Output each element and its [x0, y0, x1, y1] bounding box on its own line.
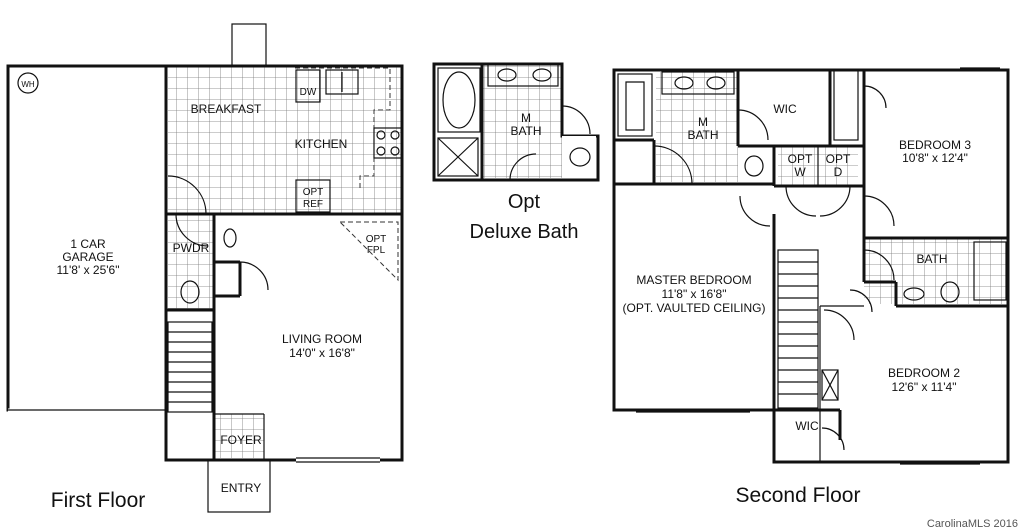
foyer-tile	[214, 414, 264, 458]
pwdr-label: PWDR	[173, 241, 210, 255]
kitchen-tile	[168, 66, 402, 214]
m-bath-label: BATH	[687, 128, 718, 142]
deluxe-caption: Deluxe Bath	[470, 221, 579, 243]
deluxe-m-label: M	[521, 111, 531, 125]
opt-fpl-label: FPL	[367, 245, 386, 256]
second-floor-wall	[612, 68, 1010, 464]
sink-icon	[532, 68, 552, 82]
garage-door-swing	[167, 175, 207, 215]
opt-d-label: D	[834, 165, 843, 179]
opt-fpl-label: OPT	[366, 234, 387, 245]
closet-door-swing	[239, 261, 269, 291]
deluxe-bath-label: BATH	[510, 124, 541, 138]
watermark: CarolinaMLS 2016	[927, 518, 1018, 530]
water-heater-icon	[17, 72, 39, 94]
living-room-dimensions: 14'0" x 16'8"	[289, 346, 355, 360]
master-bedroom-dimensions: 11'8" x 16'8"	[662, 287, 727, 301]
opt-ref-label: OPT	[303, 187, 324, 198]
bath-tub-icon	[973, 241, 1007, 301]
foyer-label: FOYER	[220, 433, 262, 447]
master-bedroom-label: MASTER BEDROOM	[636, 273, 751, 287]
second-floor: M BATH WIC OPT W OPT D BEDROOM 3 10'8" x…	[612, 67, 1010, 507]
first-floor-caption: First Floor	[51, 489, 146, 512]
powder-sink-icon	[223, 228, 237, 248]
breakfast-label: BREAKFAST	[191, 102, 262, 116]
kitchen-label: KITCHEN	[295, 137, 348, 151]
wic-label: WIC	[795, 419, 819, 433]
dishwasher	[295, 69, 321, 103]
garage-label: 1 CAR	[70, 237, 106, 251]
second-floor-caption: Second Floor	[736, 484, 861, 507]
wic-label: WIC	[773, 102, 797, 116]
deluxe-bath: M BATH Opt Deluxe Bath	[432, 62, 600, 243]
wh-label: WH	[21, 80, 35, 89]
bedroom3-dimensions: 10'8" x 12'4"	[902, 151, 968, 165]
kitchen-counter	[295, 67, 391, 190]
dw-label: DW	[300, 87, 317, 98]
vanity	[661, 71, 735, 95]
opt-ref-box	[295, 179, 331, 213]
chimney	[231, 23, 267, 67]
entry-label: ENTRY	[221, 481, 261, 495]
bedroom2-dimensions: 12'6" x 11'4"	[892, 380, 957, 394]
garage-label: GARAGE	[62, 250, 113, 264]
bedroom3-label: BEDROOM 3	[899, 138, 971, 152]
deluxe-bath-wall	[432, 62, 600, 182]
tub-icon	[437, 67, 481, 133]
tub-icon	[617, 73, 653, 137]
linen-closet	[821, 369, 839, 401]
powder-toilet-icon	[180, 280, 200, 304]
range-icon	[373, 127, 403, 159]
bath-sink-icon	[903, 287, 925, 301]
garage-dimensions: 11'8' x 25'6"	[57, 263, 120, 277]
sink-icon	[497, 68, 517, 82]
opt-d-label: OPT	[826, 152, 851, 166]
opt-w-label: OPT	[788, 152, 813, 166]
stairs	[167, 321, 213, 413]
opt-ref-label: REF	[303, 199, 323, 210]
opt-fireplace	[338, 221, 399, 282]
toilet-icon	[569, 147, 591, 167]
bath-label: BATH	[916, 252, 947, 266]
toilet-icon	[744, 155, 764, 177]
m-bath-label: M	[698, 115, 708, 129]
stairs	[777, 249, 819, 409]
first-floor-wall	[164, 64, 404, 462]
deluxe-caption: Opt	[508, 191, 541, 213]
master-bedroom-note: (OPT. VAULTED CEILING)	[623, 301, 766, 315]
opt-w-label: W	[794, 165, 806, 179]
powder-tile	[168, 214, 214, 310]
living-room-label: LIVING ROOM	[282, 332, 362, 346]
bedroom2-label: BEDROOM 2	[888, 366, 960, 380]
first-floor: WH 1 CAR GARAGE 11'8' x 25'6" BREAKFAST …	[6, 23, 404, 513]
entry-porch	[207, 459, 271, 513]
shower-icon	[437, 137, 479, 177]
vanity	[487, 63, 559, 87]
sink-icon	[325, 69, 359, 95]
bath-toilet-icon	[940, 281, 960, 303]
